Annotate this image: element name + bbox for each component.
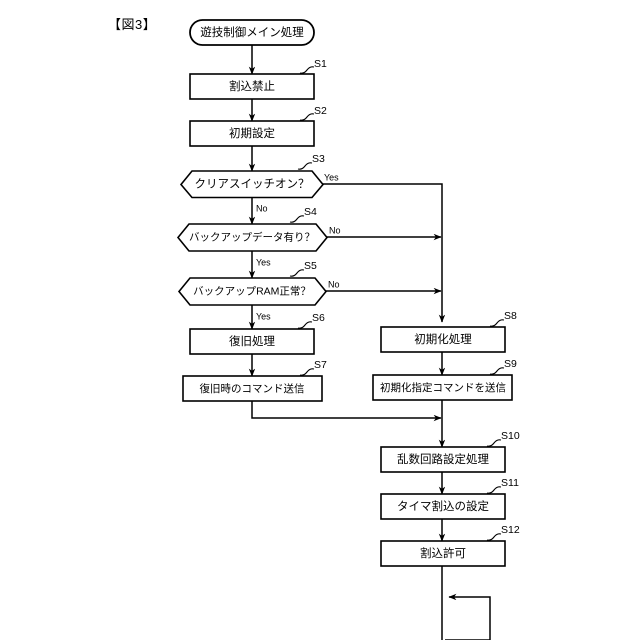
step-label-s1: S1 <box>314 58 327 70</box>
node-s2-label: 初期設定 <box>229 126 275 140</box>
node-s7-label: 復旧時のコマンド送信 <box>200 382 305 395</box>
node-s4-decision <box>176 223 329 252</box>
node-s8-box <box>380 326 506 353</box>
node-s10-label: 乱数回路設定処理 <box>397 452 489 466</box>
node-s9-label: 初期化指定コマンドを送信 <box>380 381 506 394</box>
branch-label-s4-yes: Yes <box>256 257 271 267</box>
node-s5-label: バックアップRAM正常？ <box>193 284 311 297</box>
branch-label-s4-no: No <box>329 225 341 235</box>
node-s11-label: タイマ割込の設定 <box>397 499 489 513</box>
branch-label-s3-no: No <box>256 203 268 213</box>
node-s1-box <box>189 73 315 100</box>
leader-s5 <box>289 269 305 277</box>
node-s1-label: 割込禁止 <box>229 79 275 93</box>
connector-loop-back <box>445 593 491 640</box>
node-s12-label: 割込許可 <box>420 546 466 560</box>
leader-s9 <box>489 367 505 375</box>
node-s11-box <box>380 493 506 520</box>
step-label-s7: S7 <box>314 359 327 371</box>
node-start-label: 遊技制御メイン処理 <box>200 25 304 39</box>
branch-label-s5-yes: Yes <box>256 311 271 321</box>
leader-s8 <box>489 319 505 327</box>
node-s6-box <box>189 328 315 355</box>
step-label-s9: S9 <box>504 358 517 370</box>
branch-label-s5-no: No <box>328 279 340 289</box>
leader-s7 <box>299 368 315 376</box>
node-s8-label: 初期化処理 <box>414 332 472 346</box>
step-label-s3: S3 <box>312 153 325 165</box>
node-s3-label: クリアスイッチオン？ <box>195 178 310 191</box>
node-s5-decision <box>177 277 328 306</box>
leader-s11 <box>486 486 502 494</box>
step-label-s12: S12 <box>501 524 520 536</box>
node-s6-label: 復旧処理 <box>229 334 275 348</box>
step-label-s10: S10 <box>501 430 520 442</box>
leader-s10 <box>486 439 502 447</box>
connector-s7-to-spine <box>251 401 442 422</box>
connector-s3-yes-to-spine <box>322 183 446 323</box>
leader-s2 <box>299 113 315 121</box>
leader-s12 <box>486 533 502 541</box>
leader-s4 <box>289 215 305 223</box>
step-label-s8: S8 <box>504 310 517 322</box>
leader-s1 <box>299 66 315 74</box>
leader-s3 <box>297 162 313 170</box>
node-s4-label: バックアップデータ有り？ <box>189 230 315 243</box>
node-s7-box <box>182 375 323 402</box>
node-s10-box <box>380 446 506 473</box>
node-s12-box <box>380 540 506 567</box>
step-label-s11: S11 <box>501 477 519 489</box>
step-label-s4: S4 <box>304 206 317 218</box>
step-label-s2: S2 <box>314 105 327 117</box>
node-s2-box <box>189 120 315 147</box>
node-s3-decision <box>179 170 325 199</box>
leader-s6 <box>297 321 313 329</box>
node-s9-box <box>372 374 513 401</box>
step-label-s5: S5 <box>304 260 317 272</box>
branch-label-s3-yes: Yes <box>324 172 339 182</box>
node-start-terminal <box>189 19 315 46</box>
figure-number-label: 【図3】 <box>108 17 157 32</box>
step-label-s6: S6 <box>312 312 325 324</box>
